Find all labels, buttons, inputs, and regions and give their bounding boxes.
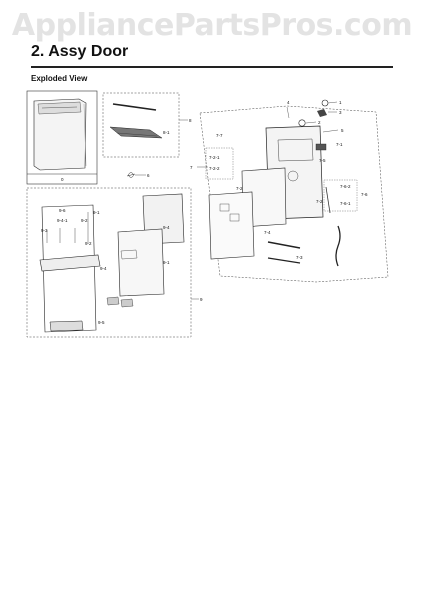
- callout-9-4: 9-4: [100, 266, 107, 271]
- callout-4: 4: [287, 100, 290, 105]
- callout-7-2-1: 7-2-1: [209, 155, 220, 160]
- callout-2: 2: [318, 120, 321, 125]
- callout-9-6: 9-6: [59, 208, 66, 213]
- callout-7-6: 7-6: [361, 192, 368, 197]
- callout-9-3: 9-3: [41, 228, 48, 233]
- callout-9-2-lower: 9-2: [85, 241, 92, 246]
- callout-8-1: 8-1: [163, 130, 170, 135]
- door-assembly-illustration: [33, 98, 87, 171]
- callout-9-2: 9-2: [81, 218, 88, 223]
- callout-3: 3: [339, 110, 342, 115]
- callout-5: 5: [341, 128, 344, 133]
- callout-7: 7: [190, 165, 193, 170]
- callout-7-2: 7-2: [236, 186, 243, 191]
- callout-9-1: 9-1: [93, 210, 100, 215]
- page-title: 2. Assy Door: [31, 43, 129, 60]
- part-box-7: 7 7-7 7-2-1 7-2-2 7-2 7-6-2 7-6-1 7-2 7-…: [190, 105, 389, 283]
- callout-1: 1: [339, 100, 342, 105]
- inner-door-illustration: [208, 125, 341, 267]
- part-box-9: 9 9-6 9-4-1 9-2 9-1 9-3 9-2 9-4 9-5 9-1 …: [26, 187, 203, 338]
- callout-9-4-right: 9-4: [163, 225, 170, 230]
- callout-9-1-right: 9-1: [163, 260, 170, 265]
- title-divider: [31, 66, 393, 68]
- callout-7-6-2: 7-6-2: [340, 184, 351, 189]
- insulation-panel-illustration: [106, 193, 185, 308]
- callout-7-7: 7-7: [216, 133, 223, 138]
- callout-0: 0: [61, 177, 64, 182]
- callout-9-4-1: 9-4-1: [57, 218, 68, 223]
- callout-7-6-1: 7-6-1: [340, 201, 351, 206]
- part-box-0: 0: [26, 90, 98, 185]
- parts-1-to-5: 1 3 2 4 5: [286, 99, 344, 133]
- section-subtitle: Exploded View: [31, 74, 88, 83]
- callout-7-2-2: 7-2-2: [209, 166, 220, 171]
- part-6-screw: 6: [126, 172, 150, 178]
- part-box-8: 8 8-1: [102, 92, 192, 158]
- site-watermark: AppliancePartsPros.com: [11, 8, 413, 43]
- callout-7-4: 7-4: [264, 230, 271, 235]
- callout-8: 8: [189, 118, 192, 123]
- callout-9-5: 9-5: [98, 320, 105, 325]
- callout-9: 9: [200, 297, 203, 302]
- outer-door-panel-illustration: [39, 204, 101, 333]
- callout-7-1: 7-1: [336, 142, 343, 147]
- callout-7-3: 7-3: [296, 255, 303, 260]
- callout-6: 6: [147, 173, 150, 178]
- callout-7-2-right: 7-2: [316, 199, 323, 204]
- callout-7-5: 7-5: [319, 158, 326, 163]
- handle-bar-illustration: [109, 103, 163, 139]
